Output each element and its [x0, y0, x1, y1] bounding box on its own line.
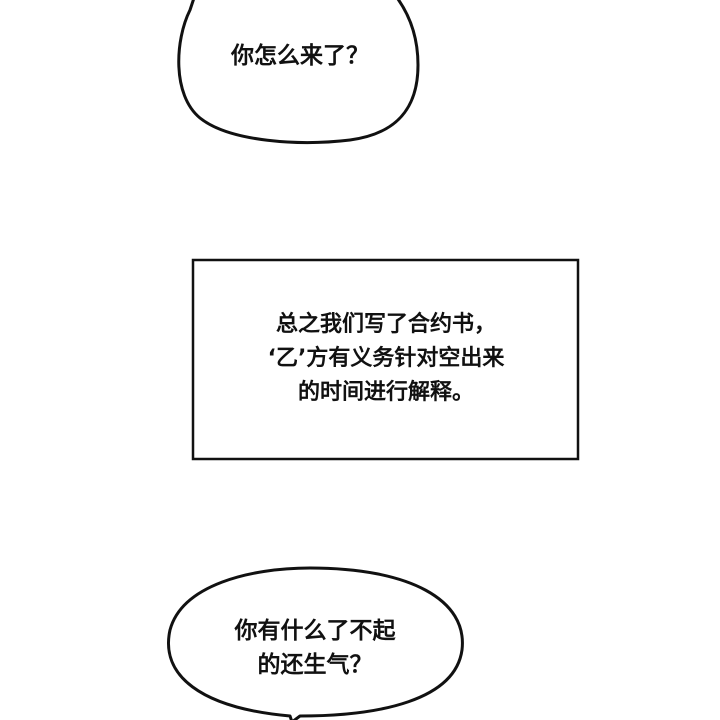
narration-line: 的时间进行解释。: [297, 380, 474, 405]
speech-bubble-bottom: [167, 566, 464, 720]
dialogue-line: 你有什么了不起: [234, 618, 396, 644]
dialogue-line: 的还生气？: [257, 652, 373, 678]
narration-line: 总之我们写了合约书，: [275, 312, 496, 337]
speech-bubble-top-text: 你怎么来了？: [180, 40, 420, 72]
dialogue-line: 你怎么来了？: [231, 43, 369, 69]
speech-bubble-bottom-text: 你有什么了不起 的还生气？: [170, 614, 460, 682]
narration-box-text: 总之我们写了合约书， ‘乙’方有义务针对空出来 的时间进行解释。: [193, 308, 579, 410]
speech-bubble-top: [177, 0, 420, 144]
narration-line: ‘乙’方有义务针对空出来: [267, 346, 505, 371]
narration-box-frame: [191, 258, 580, 461]
